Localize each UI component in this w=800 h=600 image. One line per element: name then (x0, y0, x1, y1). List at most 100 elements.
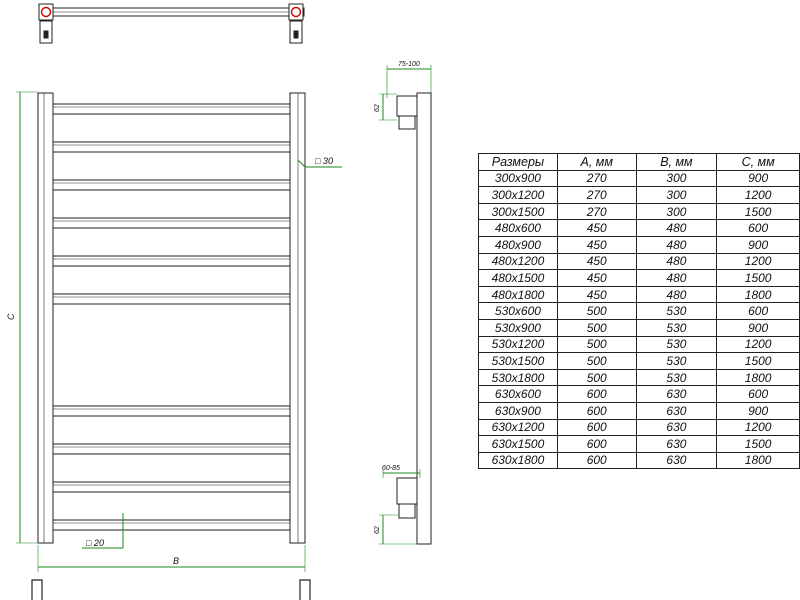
table-cell: 480x1800 (478, 285, 558, 304)
height-label: C (6, 313, 16, 320)
table-cell: 480x1500 (478, 269, 558, 287)
table-cell: 480x600 (478, 219, 558, 237)
table-cell: 500 (556, 352, 637, 370)
top-view (38, 3, 305, 44)
table-cell: 600 (556, 385, 637, 403)
table-cell: 450 (556, 219, 637, 237)
rung (52, 519, 291, 531)
post-profile-label: □ 30 (315, 156, 333, 166)
rung (52, 443, 291, 455)
bottom-right-fitting (299, 579, 311, 600)
rung (52, 179, 291, 191)
horizontal-rungs (52, 103, 291, 531)
top-view-left-post (38, 3, 54, 21)
table-cell: 450 (556, 252, 637, 271)
bottom-bracket-height-label: 62 (374, 526, 381, 534)
table-cell: 530x1200 (478, 335, 558, 354)
table-cell: 500 (556, 302, 637, 320)
table-cell: 300 (635, 169, 718, 188)
header-c-mm: C, мм (716, 153, 800, 171)
table-cell: 530 (635, 335, 718, 354)
top-bracket-height-label: 62 (374, 104, 381, 112)
header-a-mm: A, мм (556, 153, 637, 171)
bottom-fittings (31, 579, 311, 600)
table-cell: 530 (635, 318, 718, 337)
table-cell: 1800 (716, 285, 800, 304)
bottom-left-fitting (31, 579, 43, 600)
table-cell: 500 (556, 318, 637, 337)
table-cell: 600 (556, 451, 637, 470)
table-cell: 1800 (716, 368, 800, 387)
rung (52, 481, 291, 493)
side-view-top-mount (398, 115, 416, 130)
rung-profile-label: □ 20 (86, 538, 104, 548)
table-cell: 270 (556, 169, 637, 188)
table-cell: 300x900 (478, 169, 558, 188)
top-wall-distance-label: 75-100 (398, 61, 420, 68)
table-cell: 450 (556, 235, 637, 254)
table-cell: 630x1200 (478, 418, 558, 437)
table-cell: 300 (635, 186, 718, 204)
table-cell: 630x900 (478, 401, 558, 420)
side-view-bottom-bracket (396, 477, 418, 505)
table-cell: 530x900 (478, 318, 558, 337)
table-cell: 530x600 (478, 302, 558, 320)
rung (52, 255, 291, 267)
table-cell: 1200 (716, 252, 800, 271)
rung (52, 293, 291, 305)
front-view-dimensions (16, 91, 342, 572)
table-cell: 630 (635, 451, 718, 470)
rung (52, 217, 291, 229)
side-view (396, 92, 432, 545)
table-cell: 900 (716, 169, 800, 188)
table-cell: 500 (556, 335, 637, 354)
table-cell: 630 (635, 385, 718, 403)
right-vertical-post (289, 92, 306, 544)
table-cell: 630 (635, 435, 718, 453)
table-cell: 600 (716, 219, 800, 237)
table-cell: 900 (716, 235, 800, 254)
table-cell: 630x1800 (478, 451, 558, 470)
table-cell: 1200 (716, 418, 800, 437)
side-view-dimensions (379, 65, 432, 545)
table-cell: 530x1800 (478, 368, 558, 387)
table-cell: 600 (556, 418, 637, 437)
table-cell: 530 (635, 368, 718, 387)
table-cell: 530x1500 (478, 352, 558, 370)
table-cell: 480 (635, 285, 718, 304)
side-view-top-bracket (396, 95, 418, 117)
table-cell: 600 (716, 302, 800, 320)
header-b-mm: B, мм (635, 153, 718, 171)
left-vertical-post (37, 92, 54, 544)
table-cell: 450 (556, 285, 637, 304)
table-cell: 480 (635, 269, 718, 287)
top-view-right-post (288, 3, 304, 21)
table-cell: 300x1500 (478, 202, 558, 221)
left-bracket-screw-icon (43, 30, 49, 39)
table-cell: 1800 (716, 451, 800, 470)
table-cell: 1500 (716, 202, 800, 221)
table-cell: 1500 (716, 435, 800, 453)
size-table-header-row: Размеры A, мм B, мм C, мм (478, 153, 800, 171)
table-cell: 1500 (716, 269, 800, 287)
table-cell: 1500 (716, 352, 800, 370)
table-cell: 480x900 (478, 235, 558, 254)
side-view-post (416, 92, 432, 545)
right-bracket-screw-icon (293, 30, 299, 39)
left-post-marker-icon (40, 6, 52, 18)
table-cell: 480 (635, 252, 718, 271)
